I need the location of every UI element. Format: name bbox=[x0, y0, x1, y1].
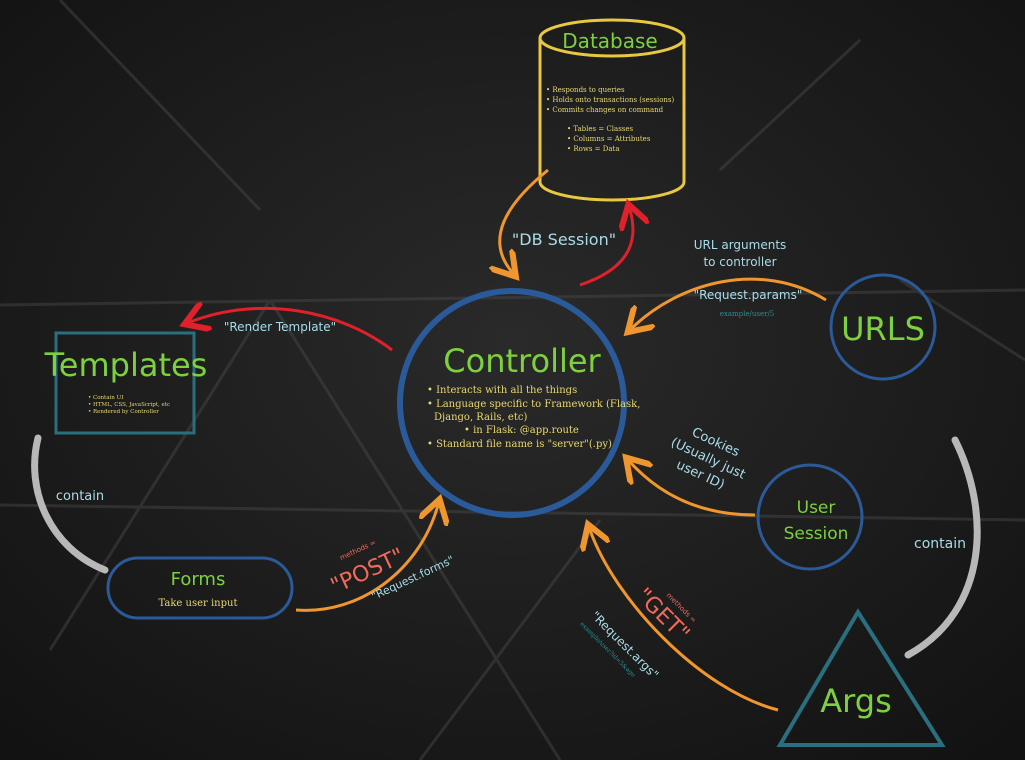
controller-bullet-4: • Standard file name is "server"(.py) bbox=[427, 439, 612, 450]
args-node: Args bbox=[776, 608, 946, 747]
urls-to-controller-arrow bbox=[632, 277, 827, 328]
user-session-circle bbox=[756, 463, 864, 571]
database-title: Database bbox=[562, 29, 657, 53]
database-bullet-1: • Responds to queries bbox=[546, 86, 625, 94]
args-title: Args bbox=[820, 682, 891, 720]
args-contain-label: contain bbox=[914, 536, 966, 552]
db-to-controller-arrow bbox=[500, 168, 549, 272]
database-bullet-3: • Commits changes on command bbox=[546, 106, 664, 114]
url-arguments-label-1: URL arguments bbox=[694, 238, 787, 252]
render-template-arrow bbox=[190, 308, 393, 352]
args-triangle bbox=[776, 608, 946, 747]
urls-circle bbox=[829, 273, 937, 381]
database-cylinder-top bbox=[538, 18, 686, 58]
forms-node: Forms Take user input bbox=[106, 556, 294, 620]
templates-contain-label: contain bbox=[56, 489, 104, 504]
user-session-title-1: User bbox=[797, 498, 836, 518]
urls-title: URLS bbox=[841, 310, 925, 348]
database-sub-bullet-3: • Rows = Data bbox=[567, 145, 620, 153]
url-arguments-label-2: to controller bbox=[703, 255, 776, 269]
database-bullet-2: • Holds onto transactions (sessions) bbox=[546, 96, 675, 104]
templates-node: Templates • Contain UI • HTML, CSS, Java… bbox=[44, 331, 208, 435]
controller-bullet-2: • Language specific to Framework (Flask, bbox=[427, 399, 640, 410]
templates-box bbox=[54, 331, 196, 435]
request-params-label: "Request.params" bbox=[694, 288, 803, 302]
database-cylinder-body bbox=[538, 38, 686, 202]
templates-forms-contain-arc bbox=[31, 434, 109, 574]
forms-subtitle: Take user input bbox=[159, 598, 238, 609]
controller-title: Controller bbox=[443, 342, 601, 380]
controller-node: Controller • Interacts with all the thin… bbox=[397, 288, 640, 518]
render-template-label: "Render Template" bbox=[224, 320, 336, 334]
database-sub-bullet-1: • Tables = Classes bbox=[567, 125, 634, 133]
templates-bullet-3: • Rendered by Controller bbox=[88, 409, 159, 415]
controller-circle bbox=[397, 288, 627, 518]
database-node: Database • Responds to queries • Holds o… bbox=[538, 18, 686, 202]
urls-example-label: example/user/5 bbox=[720, 310, 775, 318]
session-args-contain-arc bbox=[904, 436, 981, 659]
args-to-controller-arrow bbox=[590, 530, 779, 712]
controller-bullet-1: • Interacts with all the things bbox=[427, 385, 577, 396]
controller-bullet-2b: Django, Rails, etc) bbox=[434, 412, 527, 423]
user-session-title-2: Session bbox=[784, 524, 849, 544]
templates-bullet-1: • Contain UI bbox=[88, 395, 123, 401]
forms-pill bbox=[106, 556, 294, 620]
forms-title: Forms bbox=[171, 569, 226, 590]
urls-node: URLS bbox=[829, 273, 937, 381]
templates-bullet-2: • HTML, CSS, JavaScript, etc bbox=[88, 402, 170, 408]
forms-to-controller-arrow bbox=[295, 505, 438, 612]
session-to-controller-arrow bbox=[630, 462, 756, 517]
db-session-label: "DB Session" bbox=[512, 230, 616, 249]
controller-to-db-arrow bbox=[579, 210, 633, 287]
database-sub-bullet-2: • Columns = Attributes bbox=[567, 135, 651, 143]
templates-title: Templates bbox=[44, 346, 208, 384]
controller-bullet-3: • in Flask: @app.route bbox=[464, 425, 579, 436]
user-session-node: User Session bbox=[756, 463, 864, 571]
